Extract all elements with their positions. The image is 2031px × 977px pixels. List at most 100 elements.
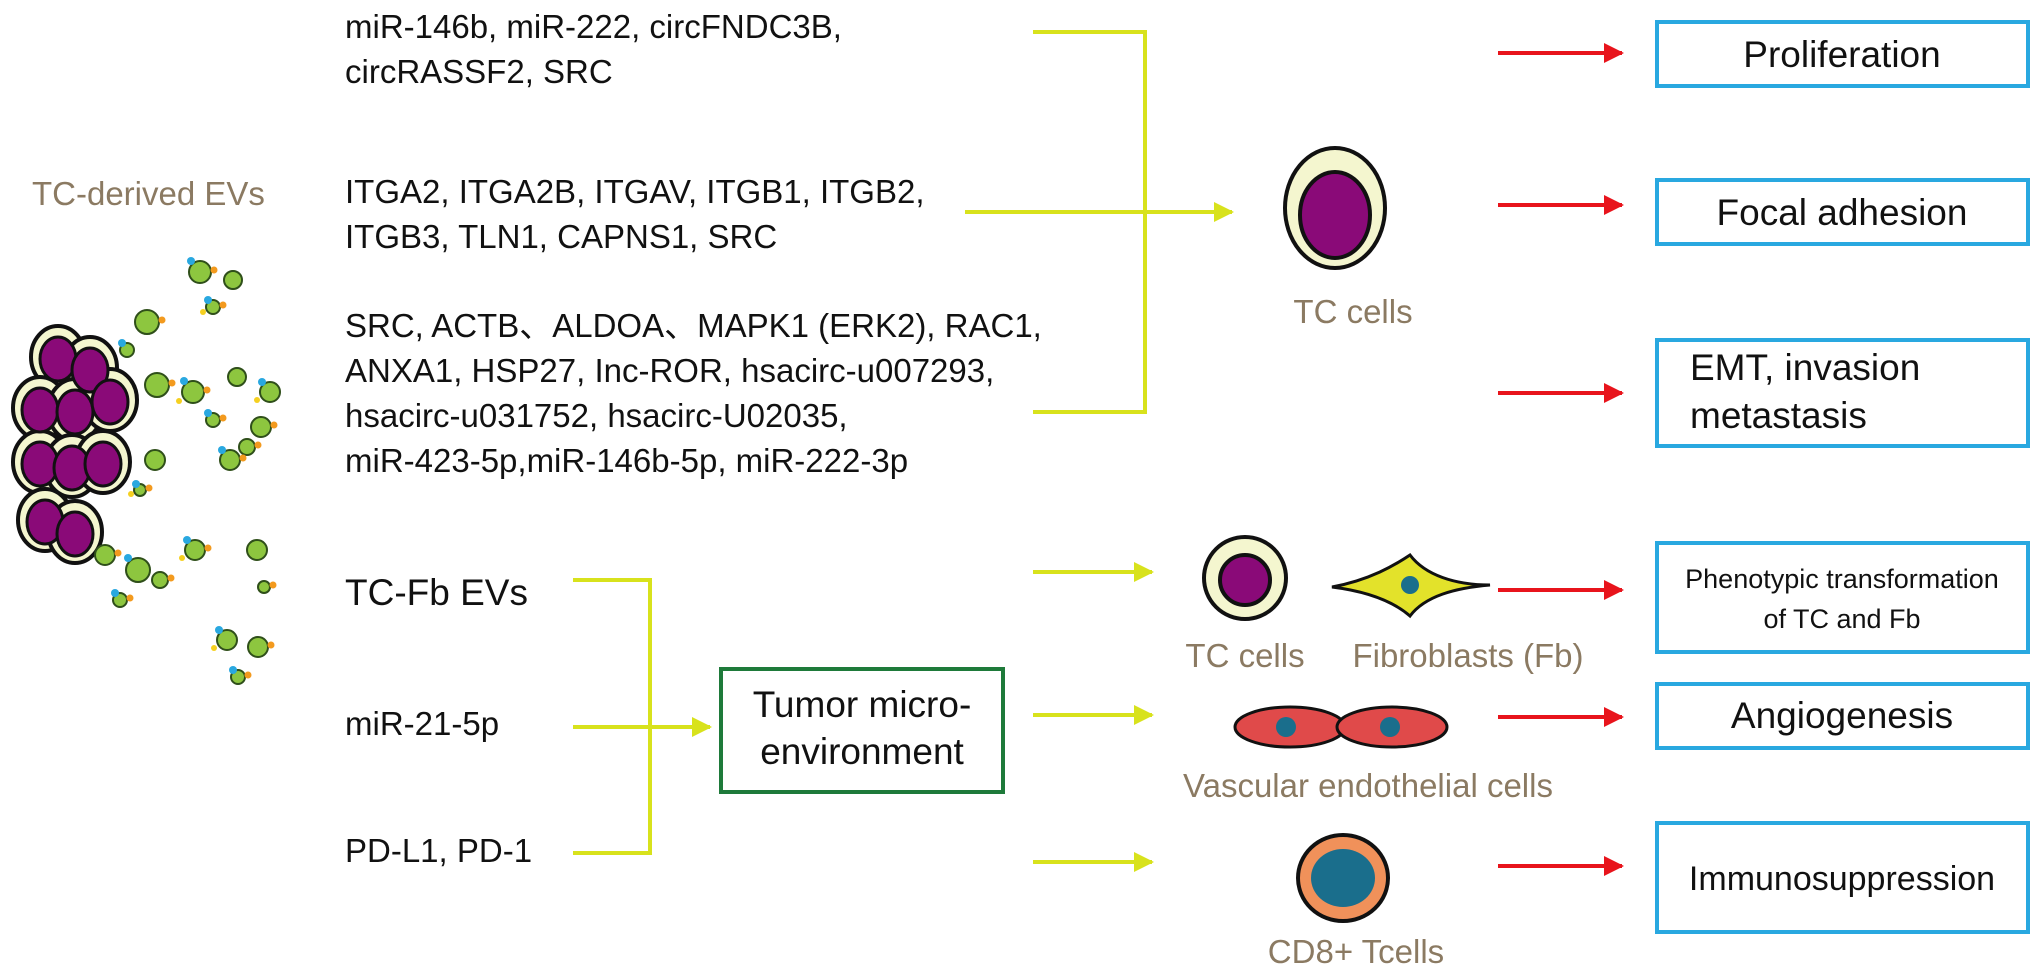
ev-cargo-marker bbox=[269, 581, 277, 589]
ev-cargo-marker bbox=[200, 309, 206, 315]
tumor-cell-nucleus bbox=[70, 346, 110, 394]
emt-molecules-line-3: hsacirc-u031752, hsacirc-U02035, bbox=[345, 397, 848, 434]
ev-vesicle bbox=[134, 309, 160, 335]
immunosuppression-box bbox=[1655, 821, 2030, 934]
angiogenesis-label: Angiogenesis bbox=[1731, 695, 1953, 736]
ev-surface-protein bbox=[258, 378, 266, 386]
ev-cargo-marker bbox=[203, 386, 211, 394]
ev-surface-protein bbox=[204, 296, 212, 304]
extracellular-vesicles bbox=[94, 257, 281, 685]
ev-cargo-marker bbox=[211, 645, 217, 651]
ev-vesicle bbox=[144, 372, 170, 398]
ev-cargo-marker bbox=[168, 379, 176, 387]
phenotypic-transformation-box bbox=[1655, 541, 2030, 654]
phenotypic-label-line-1: Phenotypic transformation bbox=[1685, 564, 1999, 594]
ev-vesicle bbox=[238, 438, 256, 456]
tc-cells-top-label: TC cells bbox=[1293, 293, 1412, 330]
ev-surface-protein bbox=[218, 446, 226, 454]
ev-cargo-marker bbox=[114, 549, 122, 557]
microenv-label-line-1: Tumor micro- bbox=[753, 684, 972, 725]
cd8-t-cells-label: CD8+ Tcells bbox=[1268, 933, 1444, 970]
ev-surface-protein bbox=[215, 626, 223, 634]
microenv-label-line-2: environment bbox=[760, 731, 964, 772]
outcome-arrows-bottom bbox=[1498, 580, 1624, 876]
ev-surface-protein bbox=[132, 480, 140, 488]
proliferation-molecules-line-1: miR-146b, miR-222, circFNDC3B, bbox=[345, 8, 842, 45]
fibroblasts-label: Fibroblasts (Fb) bbox=[1352, 637, 1583, 674]
ev-surface-protein bbox=[180, 377, 188, 385]
ev-cargo-marker bbox=[219, 301, 227, 309]
cd8-t-cell-icon bbox=[1296, 833, 1390, 923]
ev-cargo-marker bbox=[254, 397, 260, 403]
ev-cargo-marker bbox=[244, 671, 252, 679]
ev-cargo-marker bbox=[204, 544, 212, 552]
focal-adhesion-molecules-line-1: ITGA2, ITGA2B, ITGAV, ITGB1, ITGB2, bbox=[345, 173, 925, 210]
ev-cargo-marker bbox=[254, 441, 262, 449]
proliferation-label: Proliferation bbox=[1743, 34, 1940, 75]
tumor-cell-nucleus bbox=[38, 335, 78, 383]
emt-molecules-line-2: ANXA1, HSP27, Inc-ROR, hsacirc-u007293, bbox=[345, 352, 994, 389]
fibroblast-icon bbox=[1331, 552, 1491, 619]
microenv-bracket-connector bbox=[573, 578, 712, 855]
proliferation-box bbox=[1655, 20, 2030, 88]
ev-surface-protein bbox=[183, 536, 191, 544]
tumor-microenvironment-box bbox=[719, 667, 1005, 794]
ev-cargo-marker bbox=[267, 641, 275, 649]
vascular-endothelial-label: Vascular endothelial cells bbox=[1183, 767, 1553, 804]
tumor-cell-nucleus bbox=[90, 378, 130, 426]
ev-vesicle bbox=[219, 449, 241, 471]
emt-molecules-line-1: SRC, ACTB、ALDOA、MAPK1 (ERK2), RAC1, bbox=[345, 307, 1042, 344]
ev-vesicle bbox=[94, 544, 116, 566]
outcome-arrows-top bbox=[1498, 43, 1624, 403]
ev-cargo-marker bbox=[167, 574, 175, 582]
ev-vesicle bbox=[257, 580, 271, 594]
phenotypic-label-line-2: of TC and Fb bbox=[1763, 604, 1920, 634]
ev-vesicle bbox=[259, 381, 281, 403]
focal-adhesion-box bbox=[1655, 178, 2030, 246]
tumor-cell-nucleus bbox=[55, 510, 95, 558]
ev-surface-protein bbox=[124, 554, 132, 562]
ev-cargo-marker bbox=[128, 491, 134, 497]
ev-cargo-marker bbox=[158, 316, 166, 324]
focal-adhesion-label: Focal adhesion bbox=[1717, 192, 1968, 233]
angiogenesis-box bbox=[1655, 682, 2030, 750]
immunosuppression-label: Immunosuppression bbox=[1689, 860, 1995, 898]
tumor-cell-nucleus bbox=[83, 440, 123, 488]
ev-vesicle bbox=[151, 571, 169, 589]
top-bracket-connector bbox=[965, 30, 1234, 414]
focal-adhesion-molecules-line-2: ITGB3, TLN1, CAPNS1, SRC bbox=[345, 218, 777, 255]
tc-cell-icon bbox=[1283, 146, 1387, 270]
ev-cargo-marker bbox=[179, 555, 185, 561]
tumor-cell-nucleus bbox=[20, 386, 60, 434]
pd-l1-pd-1-label: PD-L1, PD-1 bbox=[345, 832, 532, 869]
ev-surface-protein bbox=[187, 257, 195, 265]
ev-vesicle bbox=[184, 539, 206, 561]
tc-cells-bottom-label: TC cells bbox=[1185, 637, 1304, 674]
ev-vesicle bbox=[247, 636, 269, 658]
tc-fb-evs-label: TC-Fb EVs bbox=[345, 572, 528, 613]
ev-vesicle bbox=[250, 416, 272, 438]
ev-vesicle bbox=[223, 270, 243, 290]
ev-vesicle bbox=[181, 380, 205, 404]
ev-vesicle bbox=[216, 629, 238, 651]
emt-box bbox=[1655, 338, 2030, 448]
ev-cargo-marker bbox=[145, 484, 153, 492]
ev-vesicle bbox=[188, 260, 212, 284]
tumor-cell-cluster bbox=[11, 324, 139, 565]
emt-molecules-line-4: miR-423-5p,miR-146b-5p, miR-222-3p bbox=[345, 442, 908, 479]
source-label: TC-derived EVs bbox=[32, 175, 265, 212]
tc-cell-small-icon bbox=[1202, 535, 1288, 621]
emt-label-line-2: metastasis bbox=[1690, 395, 1867, 436]
endothelial-cells-icon bbox=[1233, 705, 1449, 749]
ev-vesicle bbox=[227, 367, 247, 387]
mir-21-5p-label: miR-21-5p bbox=[345, 705, 499, 742]
ev-cargo-marker bbox=[126, 594, 134, 602]
ev-surface-protein bbox=[229, 666, 237, 674]
tumor-cell-nucleus bbox=[20, 440, 60, 488]
tumor-cell-nucleus bbox=[55, 388, 95, 436]
ev-vesicle bbox=[246, 539, 268, 561]
ev-vesicle bbox=[144, 449, 166, 471]
ev-surface-protein bbox=[118, 339, 126, 347]
ev-cargo-marker bbox=[270, 421, 278, 429]
